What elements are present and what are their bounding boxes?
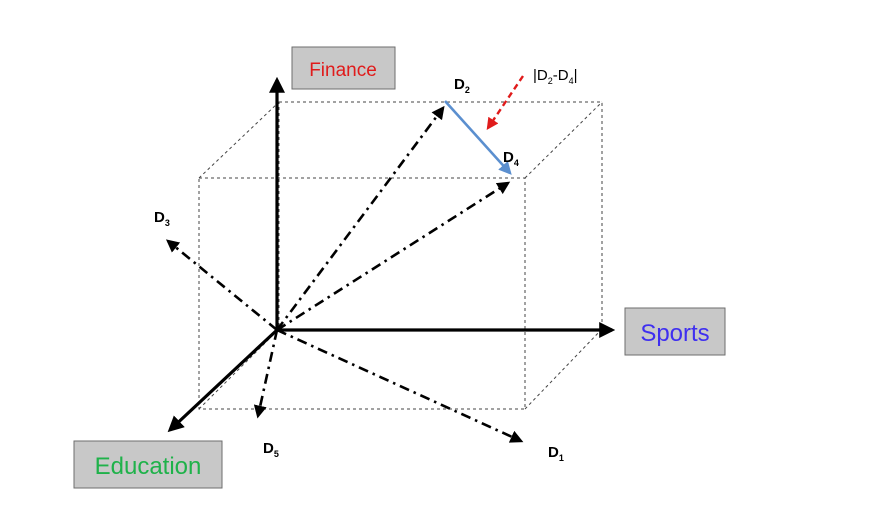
sports-label-text: Sports	[640, 320, 709, 347]
vector-d5-label: D5	[263, 440, 279, 459]
difference-label: |D2-D4|	[533, 67, 578, 86]
vector-d1-label: D1	[548, 444, 564, 463]
vector-d1-line	[276, 328, 524, 443]
vector-d4-label: D4	[503, 149, 519, 168]
sports-label-box	[624, 307, 726, 356]
box-front-face	[198, 177, 526, 410]
box-edge-bottom-left	[198, 328, 280, 410]
vector-d5-line	[253, 329, 279, 419]
finance-label-box	[291, 46, 396, 90]
projection-box	[198, 101, 603, 410]
finance-label: Finance	[291, 46, 396, 90]
difference-vector-line	[444, 100, 512, 175]
box-edge-top-left	[198, 101, 280, 179]
education-label-box	[73, 440, 223, 489]
vector-d2-line	[275, 105, 445, 331]
vector-d4-line	[276, 181, 511, 332]
box-edge-bottom-right	[524, 328, 603, 410]
vector-d3-label: D3	[154, 209, 170, 228]
document-vectors	[165, 105, 524, 443]
box-back-face	[278, 101, 603, 330]
finance-label-text: Finance	[309, 60, 377, 81]
vector-d2-label: D2	[454, 76, 470, 95]
axes	[167, 76, 616, 433]
vector-d3-line	[165, 239, 278, 332]
box-edge-top-right	[524, 101, 603, 179]
education-axis	[167, 328, 279, 433]
education-label-text: Education	[95, 453, 202, 480]
sports-label: Sports	[624, 307, 726, 356]
education-label: Education	[73, 440, 223, 489]
difference-pointer-arrow	[486, 75, 524, 130]
